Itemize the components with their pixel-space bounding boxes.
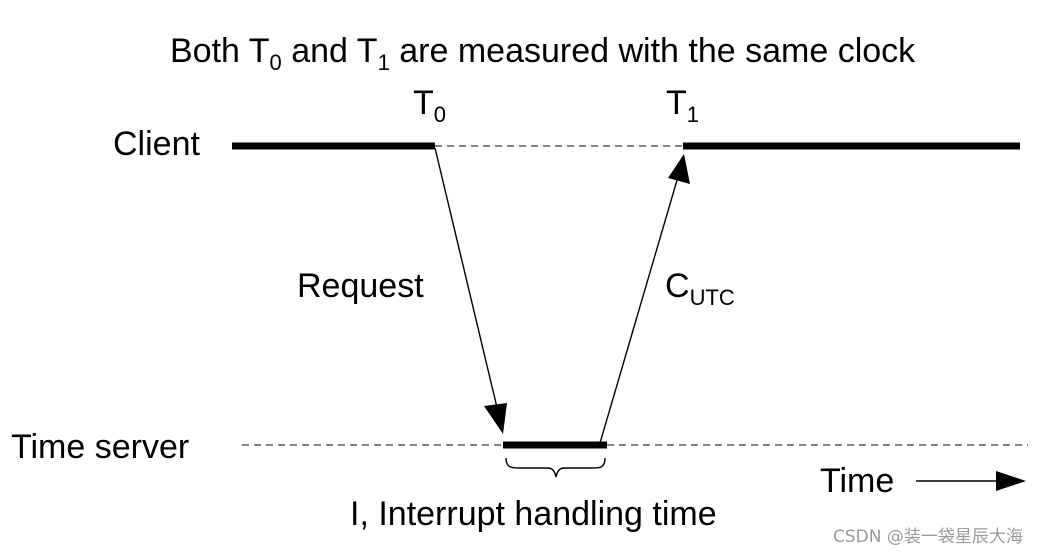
reply-arrowhead [668, 154, 690, 184]
client-label: Client [113, 125, 200, 163]
interrupt-brace [505, 457, 606, 478]
time-axis-arrowhead [996, 471, 1026, 491]
reply-arrow [599, 169, 681, 444]
request-arrowhead [484, 403, 507, 434]
time-server-label: Time server [11, 428, 189, 466]
cutc-label: CUTC [665, 267, 735, 310]
t1-label: T1 [666, 84, 699, 127]
interrupt-label: I, Interrupt handling time [350, 495, 717, 533]
request-arrow [434, 147, 501, 421]
csdn-watermark: CSDN @装一袋星辰大海 [833, 527, 1023, 547]
diagram-title: Both T0 and T1 are measured with the sam… [170, 32, 916, 75]
time-axis-label: Time [820, 462, 894, 500]
request-label: Request [297, 267, 424, 305]
t0-label: T0 [413, 84, 446, 127]
